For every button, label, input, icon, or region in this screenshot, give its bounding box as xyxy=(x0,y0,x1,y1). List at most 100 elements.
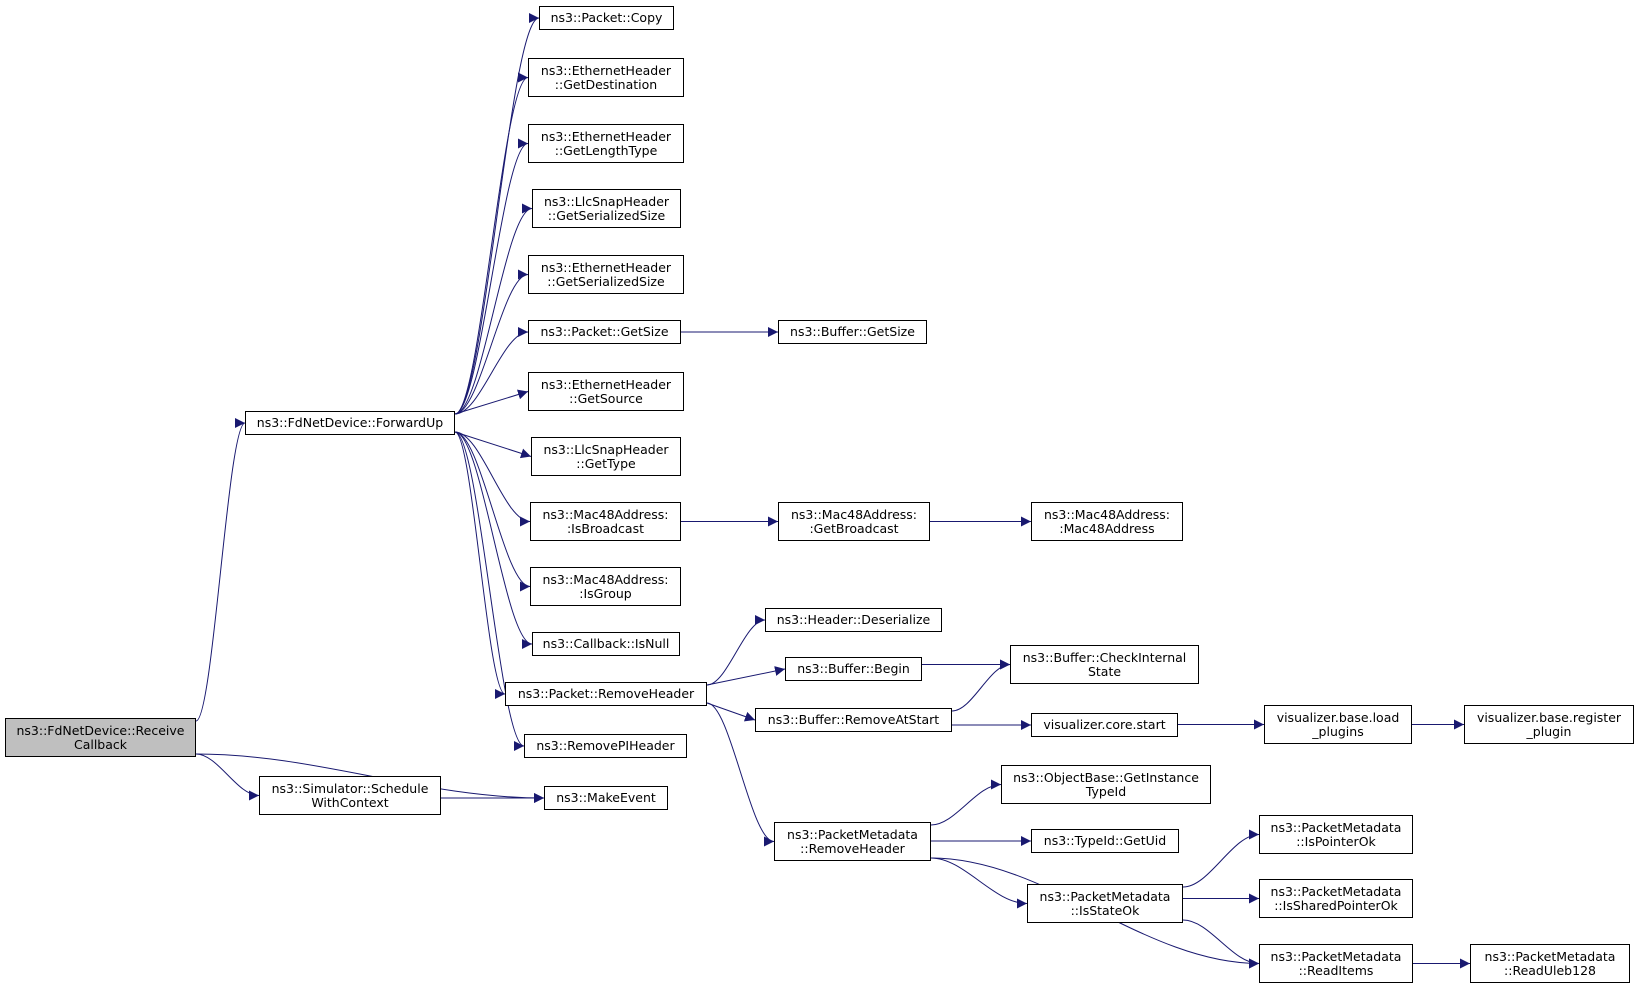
edge-pmremoveheader-to-isstateok xyxy=(930,857,1028,909)
edge-forwardup-to-getsource xyxy=(454,389,529,415)
node-label-line: ns3::Buffer::CheckInternal xyxy=(1022,649,1187,665)
node-removeatstart[interactable]: ns3::Buffer::RemoveAtStart xyxy=(755,708,952,732)
edge-forwardup-to-removeheader xyxy=(454,431,506,699)
edge-forwardup-to-isnull xyxy=(454,431,533,649)
node-typeidgetuid[interactable]: ns3::TypeId::GetUid xyxy=(1031,829,1179,853)
node-mac48ctor[interactable]: ns3::Mac48Address::Mac48Address xyxy=(1031,502,1183,541)
node-label-line: ns3::EthernetHeader xyxy=(540,376,672,392)
node-label-line: ns3::Header::Deserialize xyxy=(776,612,931,627)
node-label-line: ns3::ObjectBase::GetInstance xyxy=(1013,769,1199,785)
node-loadplugins[interactable]: visualizer.base.load_plugins xyxy=(1264,705,1412,744)
node-label-line: ns3::Simulator::Schedule xyxy=(271,780,429,796)
node-label-line: ns3::PacketMetadata xyxy=(1270,819,1402,835)
node-label-line: ::GetLengthType xyxy=(554,142,658,158)
node-ispointerok[interactable]: ns3::PacketMetadata::IsPointerOk xyxy=(1259,815,1413,854)
node-label-line: ns3::MakeEvent xyxy=(556,790,656,805)
node-isstateok[interactable]: ns3::PacketMetadata::IsStateOk xyxy=(1027,884,1183,923)
node-issharedpointerok[interactable]: ns3::PacketMetadata::IsSharedPointerOk xyxy=(1259,879,1413,918)
node-label-line: ::RemoveHeader xyxy=(800,840,905,856)
edge-forwardup-to-llcsersize xyxy=(454,203,533,415)
node-llcsersize[interactable]: ns3::LlcSnapHeader::GetSerializedSize xyxy=(532,189,681,228)
node-label-line: ns3::PacketMetadata xyxy=(1484,948,1616,964)
node-isnull[interactable]: ns3::Callback::IsNull xyxy=(532,632,680,656)
node-label-line: ::IsSharedPointerOk xyxy=(1274,897,1398,913)
edge-forwardup-to-isbroadcast xyxy=(454,431,531,527)
node-vizstart[interactable]: visualizer.core.start xyxy=(1031,713,1178,737)
edge-removeheader-to-pmremoveheader xyxy=(706,702,775,847)
node-registerplugin[interactable]: visualizer.base.register_plugin xyxy=(1464,705,1634,744)
node-label-line: ns3::EthernetHeader xyxy=(540,128,672,144)
node-deserialize[interactable]: ns3::Header::Deserialize xyxy=(765,608,942,632)
node-label-line: _plugins xyxy=(1312,723,1364,739)
edge-isstateok-to-ispointerok xyxy=(1182,829,1260,888)
node-label-line: ns3::RemovePIHeader xyxy=(536,738,675,753)
edge-removeheader-to-bufbegin xyxy=(706,666,786,686)
node-label-line: :Mac48Address xyxy=(1059,520,1155,536)
node-getdest[interactable]: ns3::EthernetHeader::GetDestination xyxy=(528,58,684,97)
node-label-line: ns3::Mac48Address: xyxy=(542,506,669,522)
node-makeevent[interactable]: ns3::MakeEvent xyxy=(544,786,668,810)
edge-forwardup-to-removepi xyxy=(454,431,525,751)
node-pktgetsize[interactable]: ns3::Packet::GetSize xyxy=(528,320,681,344)
edge-removeheader-to-removeatstart xyxy=(706,702,756,722)
node-isbroadcast[interactable]: ns3::Mac48Address::IsBroadcast xyxy=(530,502,681,541)
node-ethsersize[interactable]: ns3::EthernetHeader::GetSerializedSize xyxy=(528,255,684,294)
node-label-line: ns3::Buffer::Begin xyxy=(797,661,910,676)
node-label-line: ::GetType xyxy=(576,455,636,471)
node-label-line: ns3::PacketMetadata xyxy=(787,826,918,842)
node-copy[interactable]: ns3::Packet::Copy xyxy=(539,6,674,30)
node-gettype[interactable]: ns3::LlcSnapHeader::GetType xyxy=(531,437,681,476)
node-label-line: ns3::Callback::IsNull xyxy=(542,636,670,651)
node-label-line: _plugin xyxy=(1526,723,1572,739)
edge-forwardup-to-getdest xyxy=(454,72,529,415)
node-label-line: visualizer.base.register xyxy=(1476,709,1622,725)
node-label-line: ns3::TypeId::GetUid xyxy=(1043,833,1167,848)
node-label-line: :IsGroup xyxy=(579,585,632,601)
node-label-line: TypeId xyxy=(1085,783,1127,799)
edge-forwardup-to-ethsersize xyxy=(454,269,529,415)
node-isgroup[interactable]: ns3::Mac48Address::IsGroup xyxy=(530,567,681,606)
node-label-line: ns3::Mac48Address: xyxy=(1043,506,1171,522)
node-label-line: ns3::Packet::GetSize xyxy=(540,324,669,339)
node-pmremoveheader[interactable]: ns3::PacketMetadata::RemoveHeader xyxy=(774,822,931,861)
node-label-line: :IsBroadcast xyxy=(566,520,645,536)
node-label-line: ns3::PacketMetadata xyxy=(1270,948,1402,964)
node-label-line: ns3::FdNetDevice::Receive xyxy=(16,722,185,738)
node-label-line: ns3::Mac48Address: xyxy=(542,571,669,587)
node-getsource[interactable]: ns3::EthernetHeader::GetSource xyxy=(528,372,684,411)
node-readitems[interactable]: ns3::PacketMetadata::ReadItems xyxy=(1259,944,1413,983)
node-removeheader[interactable]: ns3::Packet::RemoveHeader xyxy=(505,682,707,706)
node-forwardup[interactable]: ns3::FdNetDevice::ForwardUp xyxy=(245,411,455,435)
node-bufgetsize[interactable]: ns3::Buffer::GetSize xyxy=(778,320,927,344)
edge-removeatstart-to-checkinternal xyxy=(951,659,1011,712)
node-label-line: ns3::LlcSnapHeader xyxy=(543,193,670,209)
node-getlentype[interactable]: ns3::EthernetHeader::GetLengthType xyxy=(528,124,684,163)
node-label-line: ::GetSerializedSize xyxy=(547,273,665,289)
edge-isstateok-to-readitems xyxy=(1182,919,1260,969)
edge-pmremoveheader-to-getinstancetypeid xyxy=(930,779,1002,826)
edge-forwardup-to-getlentype xyxy=(454,138,529,415)
node-label-line: ::GetSource xyxy=(569,390,643,406)
node-label-line: ::GetDestination xyxy=(554,76,658,92)
node-label-line: ns3::EthernetHeader xyxy=(540,62,672,78)
node-label-line: ::IsPointerOk xyxy=(1296,833,1376,849)
node-label-line: ns3::Mac48Address: xyxy=(790,506,918,522)
node-getbroadcast[interactable]: ns3::Mac48Address::GetBroadcast xyxy=(778,502,930,541)
node-label-line: ns3::LlcSnapHeader xyxy=(543,441,669,457)
node-label-line: State xyxy=(1087,663,1122,679)
node-readuleb[interactable]: ns3::PacketMetadata::ReadUleb128 xyxy=(1470,944,1630,983)
node-label-line: ns3::PacketMetadata xyxy=(1039,888,1171,904)
node-bufbegin[interactable]: ns3::Buffer::Begin xyxy=(785,657,922,681)
node-label-line: ::ReadItems xyxy=(1298,962,1374,978)
node-label-line: ::GetSerializedSize xyxy=(547,207,666,223)
node-label-line: ns3::FdNetDevice::ForwardUp xyxy=(256,415,444,430)
node-label-line: WithContext xyxy=(311,794,389,810)
node-removepi[interactable]: ns3::RemovePIHeader xyxy=(524,734,687,758)
node-label-line: Callback xyxy=(73,736,128,752)
node-label-line: ns3::Buffer::GetSize xyxy=(790,324,915,339)
